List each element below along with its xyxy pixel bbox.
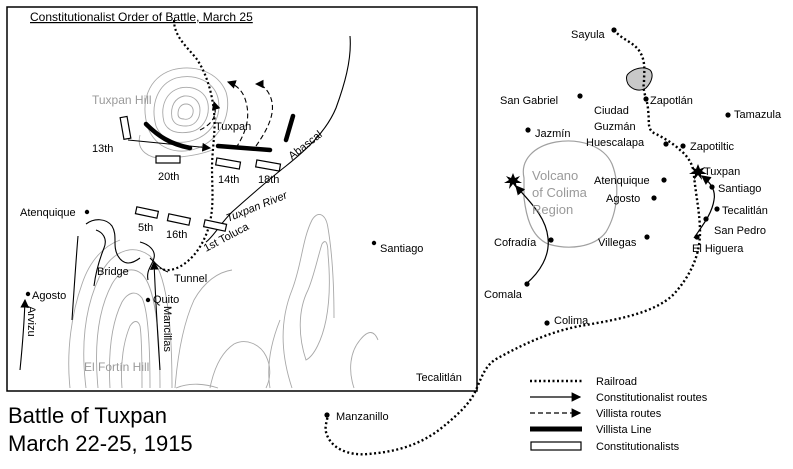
- label-colima: Colima: [554, 315, 589, 327]
- label-comala: Comala: [484, 289, 523, 301]
- inset-villista-routes: [199, 79, 273, 149]
- label-unit-5th: 5th: [138, 222, 153, 234]
- legend-constitutionalist-routes-label: Constitutionalist routes: [596, 392, 708, 404]
- inset-frame: [6, 6, 478, 392]
- label-tamazula: Tamazula: [734, 109, 782, 121]
- label-of-colima: of Colima: [532, 185, 588, 200]
- label-unit-13th: 13th: [92, 143, 113, 155]
- inset-railroad: [159, 19, 216, 272]
- label-inset-santiago: Santiago: [380, 243, 423, 255]
- terrain-contours: [68, 67, 379, 389]
- volcano-region-outline: [522, 140, 618, 248]
- label-sayula: Sayula: [571, 29, 606, 41]
- label-quito: Quito: [153, 294, 179, 306]
- label-tuxpan-hill: Tuxpan Hill: [92, 93, 152, 107]
- label-el-fortin-hill: El Fortín Hill: [84, 360, 149, 374]
- label-inset-tecalitlan: Tecalitlán: [416, 372, 462, 384]
- legend-constitutionalists-swatch: [530, 441, 582, 451]
- legend-railroad-label: Railroad: [596, 376, 637, 388]
- label-mancillas: Mancillas: [161, 306, 173, 352]
- constitutionalist-units: [119, 115, 282, 232]
- label-huescalapa: Huescalapa: [586, 137, 645, 149]
- explosion-icon: [689, 164, 707, 180]
- label-tunnel: Tunnel: [174, 273, 207, 285]
- villista-line: [143, 113, 296, 153]
- label-san-gabriel: San Gabriel: [500, 95, 558, 107]
- label-main-santiago: Santiago: [718, 183, 761, 195]
- label-zapotlan: Zapotlán: [650, 95, 693, 107]
- label-main-atenquique: Atenquique: [594, 175, 650, 187]
- legend-constitutionalists-label: Constitutionalists: [596, 441, 680, 453]
- legend-villista-line-label: Villista Line: [596, 424, 651, 436]
- main-constitutionalist-routes: [515, 175, 715, 285]
- inset-ravine-lines: [71, 219, 169, 321]
- inset-constitutionalist-routes: [19, 139, 212, 371]
- label-unit-16th: 16th: [166, 229, 187, 241]
- label-el-higuera: El Higuera: [692, 243, 744, 255]
- label-unit-20th: 20th: [158, 171, 179, 183]
- inset-title: Constitutionalist Order of Battle, March…: [30, 10, 253, 24]
- label-cofradia: Cofradía: [494, 237, 537, 249]
- explosion-icon: [504, 173, 522, 189]
- label-inset-atenquique: Atenquique: [20, 207, 76, 219]
- inset-tuxpan-river: [205, 35, 351, 243]
- label-san-pedro: San Pedro: [714, 225, 766, 237]
- label-main-tecalitlan: Tecalitlán: [722, 205, 768, 217]
- label-ciudad: Ciudad: [594, 105, 629, 117]
- label-arvizu: Arvizu: [25, 306, 37, 337]
- main-railroad: [324, 29, 702, 456]
- label-villegas: Villegas: [598, 237, 637, 249]
- label-unit-18th: 18th: [258, 174, 279, 186]
- label-jazmin: Jazmín: [535, 128, 570, 140]
- label-bridge: Bridge: [97, 266, 129, 278]
- label-zapotiltic: Zapotiltic: [690, 141, 735, 153]
- label-main-agosto: Agosto: [606, 193, 640, 205]
- label-inset-agosto: Agosto: [32, 290, 66, 302]
- main-town-dots: [324, 27, 731, 418]
- battle-explosions: [504, 164, 707, 189]
- label-main-tuxpan: Tuxpan: [704, 166, 740, 178]
- map-title-line2: March 22-25, 1915: [8, 431, 193, 456]
- label-manzanillo: Manzanillo: [336, 411, 389, 423]
- label-volcano: Volcano: [532, 168, 578, 183]
- label-inset-tuxpan: Tuxpan: [215, 121, 251, 133]
- label-unit-14th: 14th: [218, 174, 239, 186]
- lake-zapotlan: [626, 67, 653, 91]
- label-guzman: Guzmán: [594, 121, 636, 133]
- label-region: Region: [532, 202, 573, 217]
- legend-villista-routes-label: Villista routes: [596, 408, 662, 420]
- inset-town-dots: [25, 209, 377, 303]
- map-title-line1: Battle of Tuxpan: [8, 403, 167, 428]
- legend: Railroad Constitutionalist routes Villis…: [530, 376, 708, 453]
